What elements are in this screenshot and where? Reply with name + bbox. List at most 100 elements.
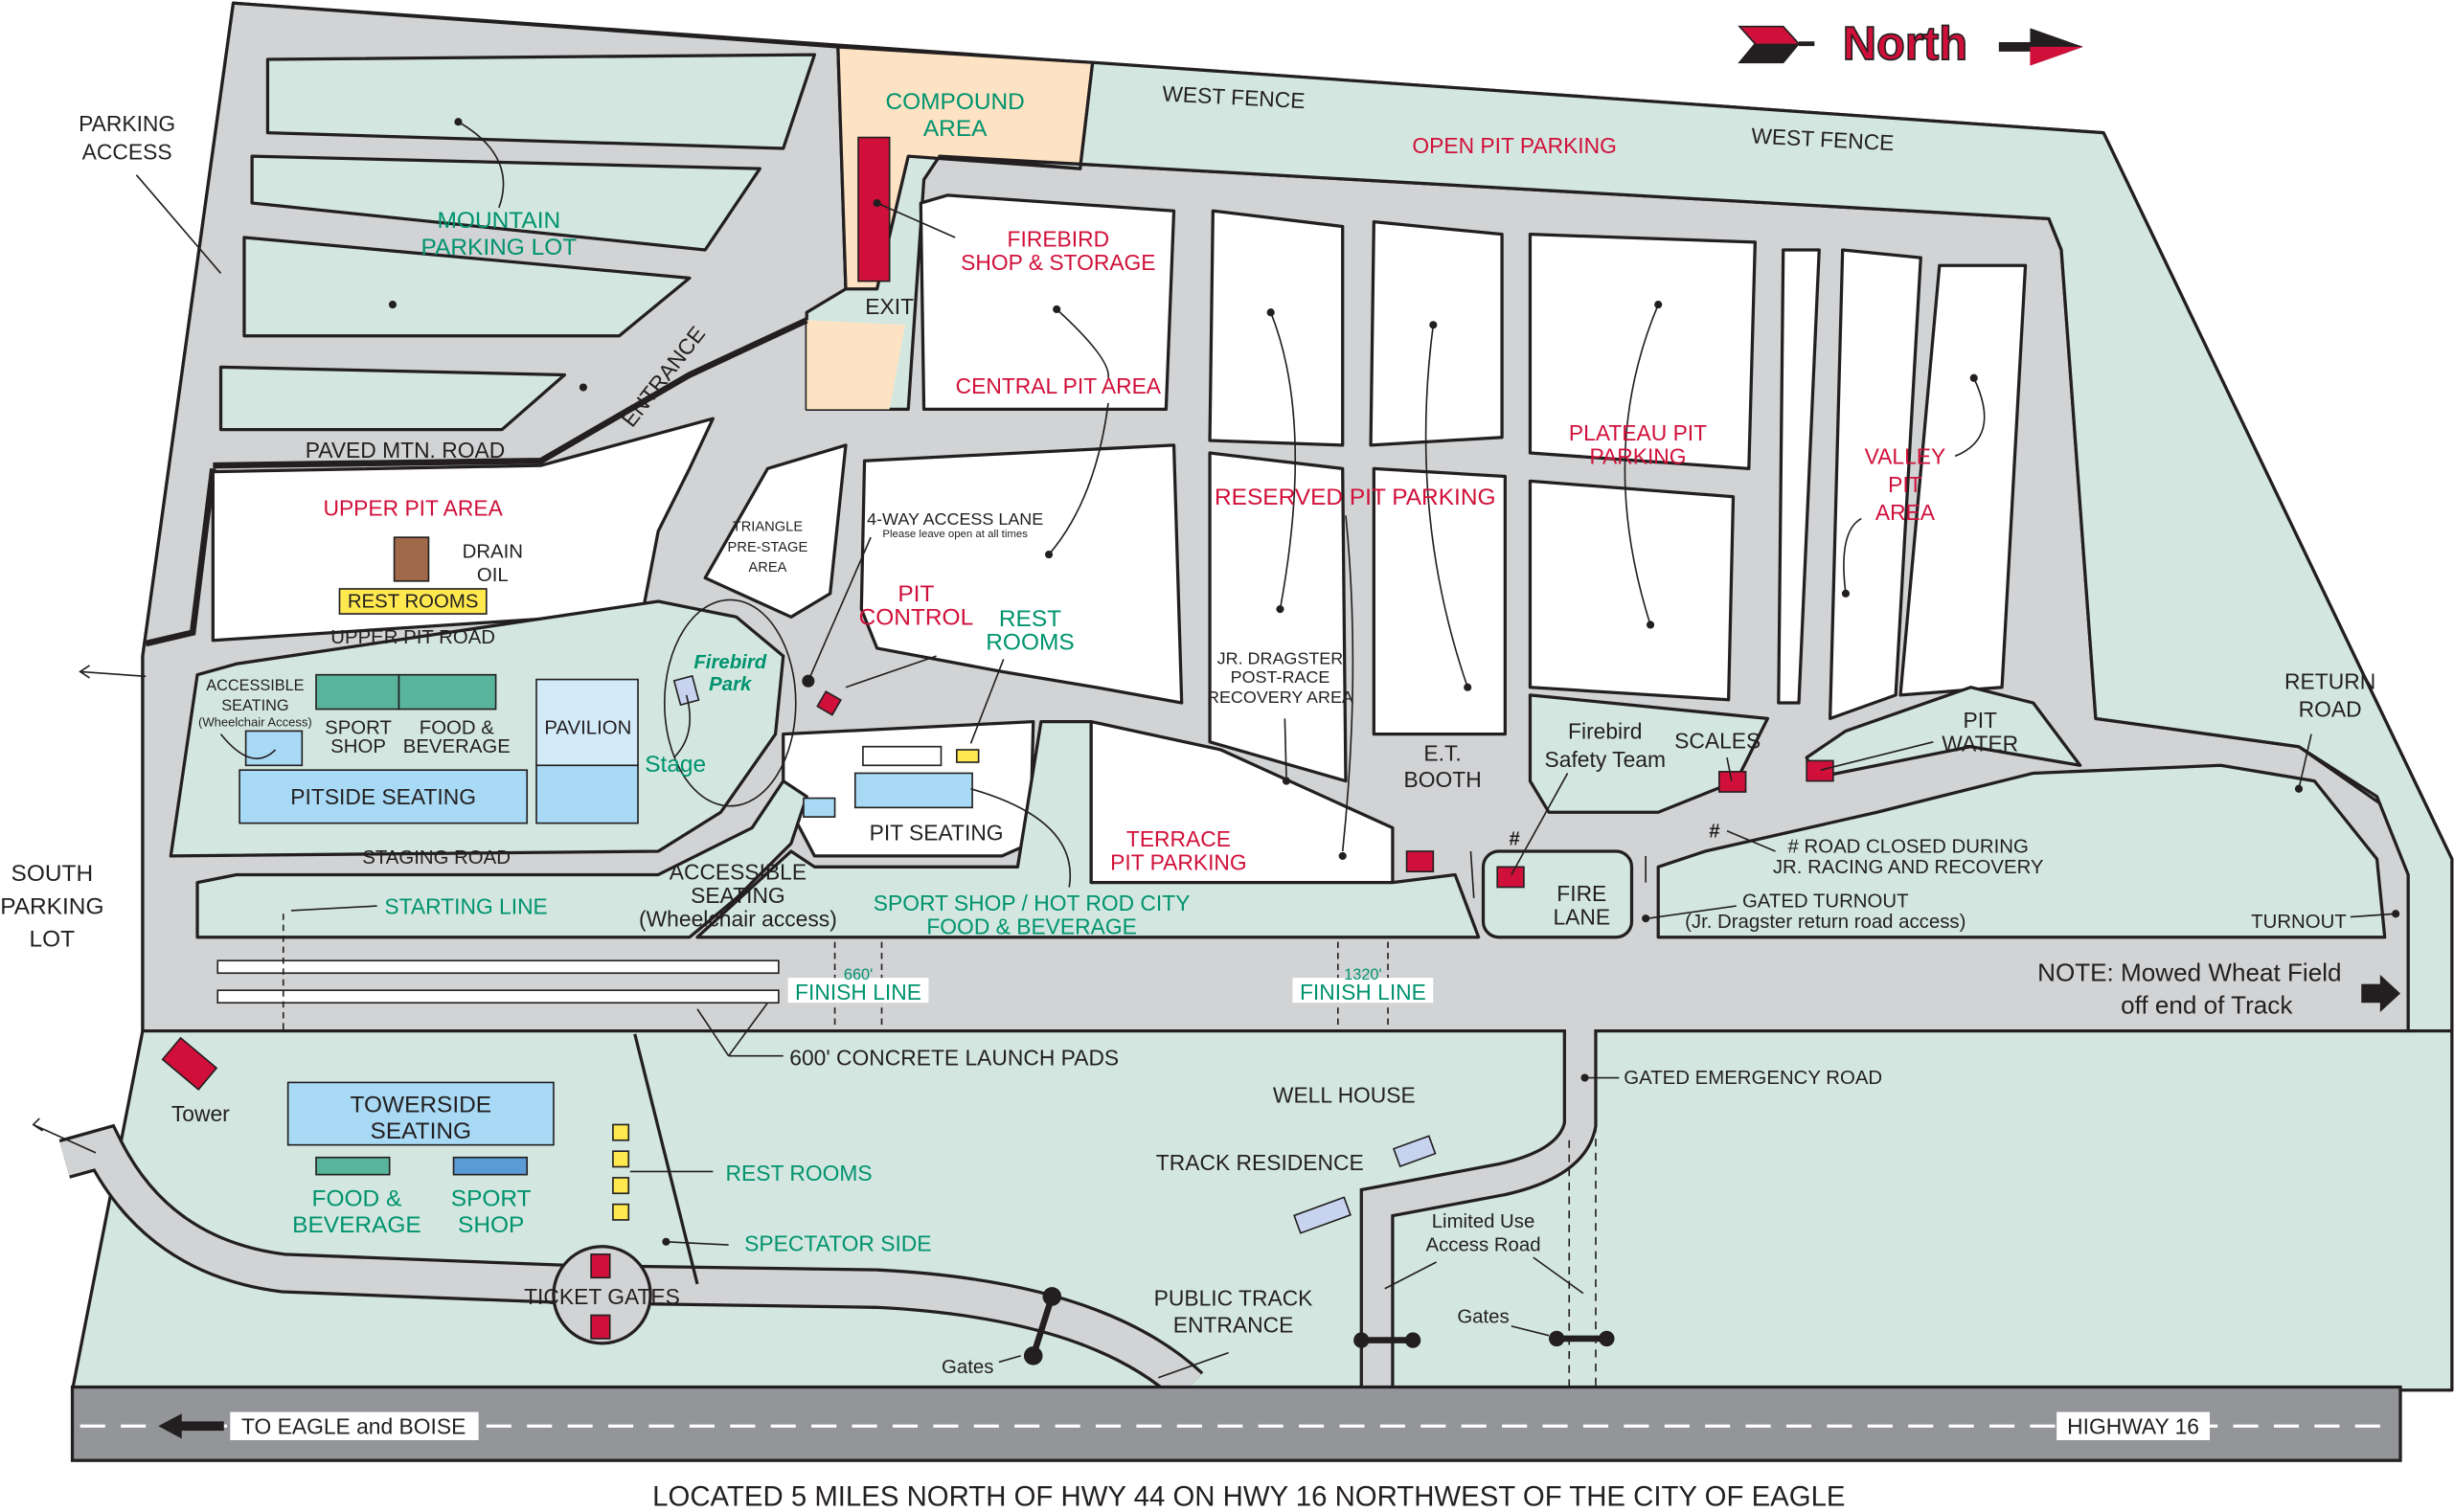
map-shape bbox=[1726, 830, 1776, 852]
label-line: Firebird bbox=[1568, 719, 1642, 744]
map-shape bbox=[1048, 402, 1109, 555]
map-shape bbox=[1341, 515, 1354, 852]
label-line: JR. RACING AND RECOVERY bbox=[1773, 857, 2044, 878]
map-shape bbox=[1353, 1332, 1370, 1348]
label-line: AREA bbox=[923, 116, 988, 142]
map-shape bbox=[1656, 763, 2387, 939]
spectator-roads bbox=[58, 1023, 1598, 1403]
map-shape bbox=[1023, 1346, 1043, 1365]
hash-mark: # bbox=[1709, 821, 1719, 842]
tower-label: Tower bbox=[171, 1101, 230, 1126]
label-line: AREA bbox=[748, 560, 786, 575]
label-line: PARKING bbox=[79, 111, 175, 136]
map-shape bbox=[1464, 683, 1472, 691]
map-shape bbox=[1726, 756, 1733, 781]
label-line: RECOVERY AREA bbox=[1207, 688, 1353, 707]
label-line: OIL bbox=[477, 565, 509, 586]
gates-label: Gates bbox=[1457, 1307, 1509, 1328]
ticket-gates-circle bbox=[552, 1245, 652, 1345]
ticket-gates-label: TICKET GATES bbox=[524, 1284, 680, 1309]
label-line: AREA bbox=[1875, 500, 1936, 525]
label-line: Please leave open at all times bbox=[882, 529, 1028, 540]
label-line: ROAD bbox=[2299, 697, 2362, 722]
accessible-seating-box bbox=[244, 730, 304, 767]
pit-seating-label: PIT SEATING bbox=[870, 821, 1004, 846]
et-booth-marker bbox=[1405, 850, 1435, 873]
label-line: PIT bbox=[1888, 472, 1922, 497]
finish-660-label: 660'FINISH LINE bbox=[795, 966, 921, 1004]
map-shape bbox=[873, 198, 881, 208]
ticket-booth bbox=[590, 1253, 611, 1279]
label-line: SHOP bbox=[458, 1212, 524, 1238]
map-shape bbox=[1777, 248, 1821, 705]
map-shape bbox=[1284, 718, 1287, 779]
map-shape bbox=[59, 1127, 1202, 1400]
map-shape bbox=[612, 1203, 630, 1221]
towerside-seating-box bbox=[286, 1081, 555, 1146]
map-shape bbox=[290, 905, 377, 912]
label-line: ROOMS bbox=[986, 630, 1074, 656]
map-shape bbox=[1841, 589, 1851, 598]
label-line: FIRE bbox=[1556, 881, 1606, 906]
map-shape bbox=[1528, 233, 1757, 470]
label-line: Access Road bbox=[1425, 1235, 1540, 1256]
map-shape bbox=[998, 1355, 1021, 1364]
spectator-side-label: SPECTATOR SIDE bbox=[744, 1231, 931, 1256]
label-line: TRIANGLE bbox=[733, 520, 804, 535]
label-line: VALLEY bbox=[1865, 443, 1946, 468]
food-beverage-lower-building bbox=[315, 1156, 391, 1176]
label-line: SHOP & STORAGE bbox=[961, 250, 1155, 275]
food-beverage-building bbox=[398, 673, 497, 711]
map-shape bbox=[672, 694, 692, 758]
map-shape bbox=[1829, 248, 1922, 720]
label-line: FINISH LINE bbox=[795, 980, 921, 1004]
compound-annex bbox=[807, 320, 905, 410]
pit-water-marker bbox=[1806, 759, 1834, 782]
stage-label: Stage bbox=[645, 752, 706, 778]
label-line: TERRACE bbox=[1126, 826, 1231, 851]
label-line: PIT PARKING bbox=[1110, 850, 1246, 875]
label-line: FINISH LINE bbox=[1300, 980, 1426, 1004]
label-line: MOUNTAIN bbox=[438, 208, 561, 234]
label-line: SPORT bbox=[451, 1185, 532, 1211]
map-shape bbox=[230, 1411, 479, 1440]
pit-blocks bbox=[211, 193, 2028, 885]
label-line: Park bbox=[709, 674, 753, 695]
map-shape bbox=[666, 1240, 729, 1246]
map-shape bbox=[2350, 913, 2397, 918]
map-shape bbox=[1384, 1261, 1437, 1290]
map-shape bbox=[919, 193, 1176, 412]
label-line: BOOTH bbox=[1404, 767, 1482, 792]
label-line: ACCESSIBLE bbox=[670, 859, 807, 884]
map-shape bbox=[1646, 621, 1655, 629]
map-shape bbox=[1469, 850, 1475, 898]
label-line: FOOD & bbox=[312, 1185, 402, 1211]
map-shape bbox=[1642, 914, 1650, 923]
track-residence bbox=[1293, 1196, 1352, 1234]
map-shape bbox=[1654, 301, 1663, 309]
stage-box bbox=[672, 674, 700, 707]
map-shape bbox=[454, 118, 463, 126]
map-shape bbox=[1276, 605, 1284, 614]
food-upper-label: FOOD &BEVERAGE bbox=[403, 718, 511, 758]
ticket-booth bbox=[590, 1314, 611, 1340]
arrow-west-icon bbox=[79, 665, 147, 679]
label-line: POST-RACE bbox=[1231, 667, 1330, 687]
pit-seating-box bbox=[853, 772, 973, 809]
label-line: PARKING bbox=[0, 893, 103, 919]
rest-rooms-lower-label: REST ROOMS bbox=[726, 1161, 873, 1185]
map-shape bbox=[1954, 377, 1986, 458]
map-shape bbox=[787, 978, 929, 1004]
highway-label: HIGHWAY 16 bbox=[2067, 1413, 2199, 1438]
